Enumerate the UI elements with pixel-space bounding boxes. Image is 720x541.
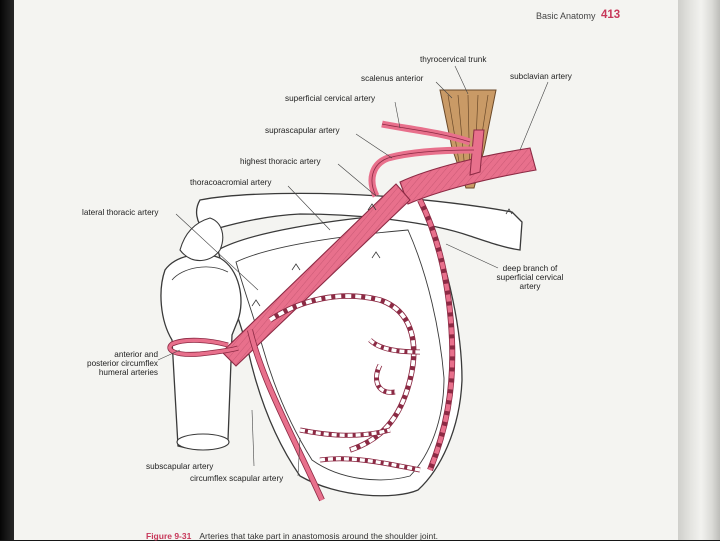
- label-deep-branch: deep branch of superficial cervical arte…: [496, 264, 564, 292]
- label-highest-thoracic-artery: highest thoracic artery: [240, 157, 321, 166]
- label-lateral-thoracic-artery: lateral thoracic artery: [82, 208, 158, 217]
- label-thoracoacromial-artery: thoracoacromial artery: [190, 178, 271, 187]
- acromion: [180, 218, 223, 261]
- label-scalenus-anterior: scalenus anterior: [361, 74, 423, 83]
- label-suprascapular-artery: suprascapular artery: [265, 126, 340, 135]
- label-subclavian-artery: subclavian artery: [510, 72, 572, 81]
- label-circumflex-humeral-arteries: anterior and posterior circumflex humera…: [62, 350, 158, 378]
- label-thyrocervical-trunk: thyrocervical trunk: [420, 55, 486, 64]
- label-subscapular-artery: subscapular artery: [146, 462, 213, 471]
- label-circumflex-scapular-artery: circumflex scapular artery: [190, 474, 283, 483]
- label-superficial-cervical-artery: superficial cervical artery: [285, 94, 375, 103]
